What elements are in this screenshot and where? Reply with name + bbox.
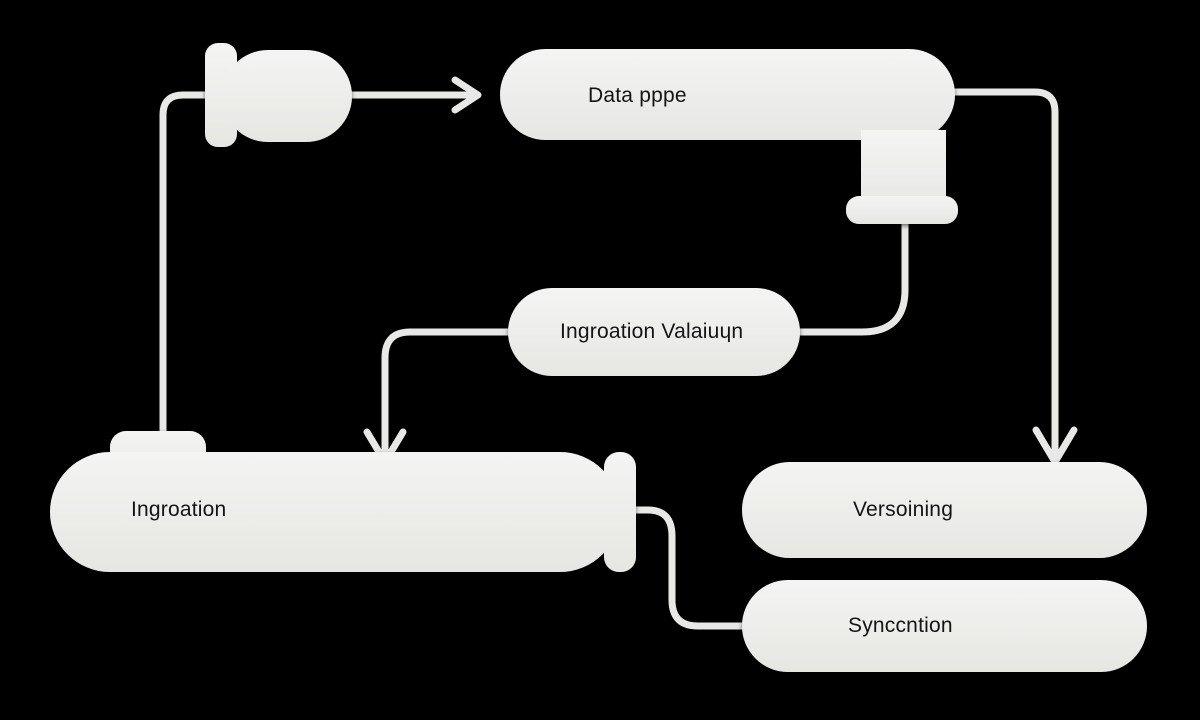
node-source[interactable] (205, 43, 352, 147)
node-integration[interactable] (50, 431, 636, 572)
edges-layer (159, 76, 1078, 630)
edge-data-pipe-to-versioning (941, 88, 1078, 466)
nodes-layer (50, 43, 1147, 672)
edge-source-to-integration (159, 91, 232, 444)
edge-source-to-data-pipe (341, 76, 482, 114)
node-synchronization[interactable] (742, 580, 1147, 672)
edge-validation-to-integration (363, 328, 512, 466)
node-data-pipe[interactable] (500, 49, 958, 224)
edge-integration-to-sync (616, 506, 764, 630)
node-versioning[interactable] (742, 462, 1147, 558)
edge-data-pipe-port-to-validation (796, 216, 909, 336)
node-integration-validation[interactable] (508, 288, 800, 376)
